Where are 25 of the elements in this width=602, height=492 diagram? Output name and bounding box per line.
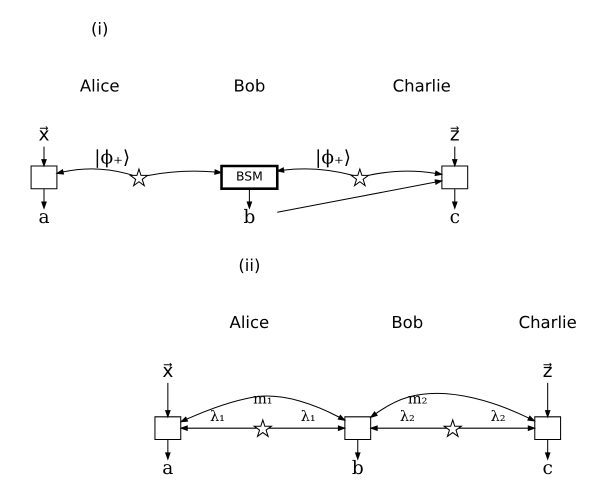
label: Bob <box>233 76 266 96</box>
edge-label: m₂ <box>408 392 428 408</box>
edge-label: λ₂ <box>400 409 415 426</box>
edge-label: λ₁ <box>210 409 225 426</box>
node-text: b <box>352 458 364 479</box>
node-text: x⃗ <box>38 124 50 146</box>
label: Charlie <box>518 312 577 332</box>
node-text: b <box>243 207 256 228</box>
label: Alice <box>80 76 120 96</box>
node-text: c <box>450 207 460 228</box>
label: Alice <box>230 312 270 332</box>
label: Charlie <box>392 76 451 96</box>
node-text: z⃗ <box>450 124 460 146</box>
node-text: a <box>38 207 50 228</box>
node-text: z⃗ <box>542 360 553 382</box>
node-text: c <box>542 458 553 479</box>
node-text: x⃗ <box>162 360 174 382</box>
edge-label: λ₁ <box>300 409 316 426</box>
node-label: |ϕ₊⟩ <box>94 147 130 168</box>
edge-label: λ₂ <box>490 409 506 426</box>
label: Bob <box>391 312 424 332</box>
node-label: |ϕ₊⟩ <box>315 147 352 168</box>
node-text: a <box>162 458 174 479</box>
label: (i) <box>91 20 108 39</box>
label: (ii) <box>238 256 260 276</box>
